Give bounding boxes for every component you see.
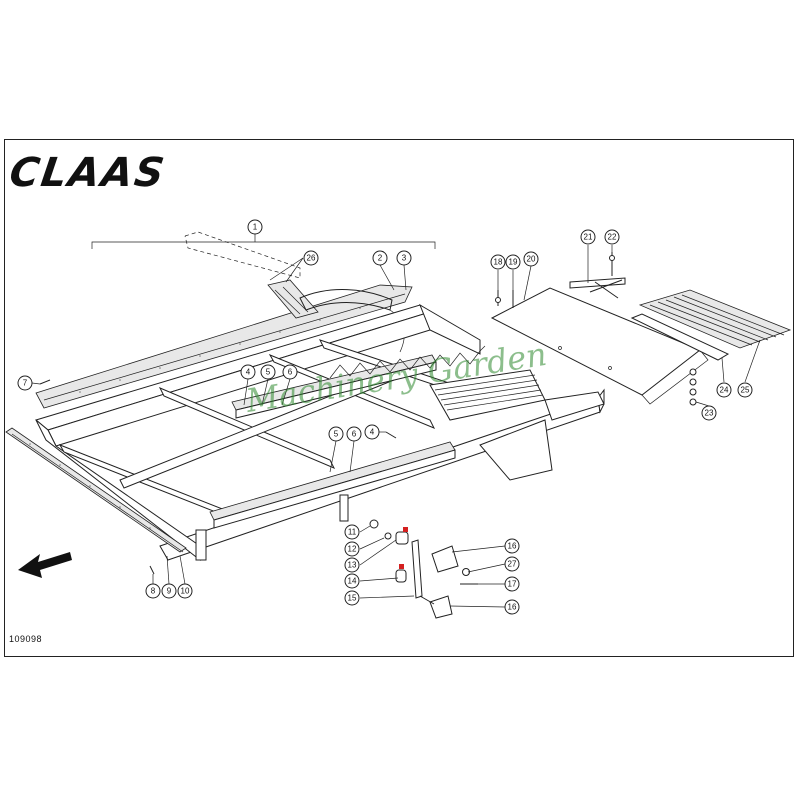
callout-9: 9: [161, 583, 177, 599]
slatted-grain-pan: [429, 369, 605, 481]
callout-19: 19: [505, 254, 521, 270]
svg-text:6: 6: [352, 430, 357, 439]
callout-14: 14: [344, 573, 360, 589]
callout-15: 15: [344, 590, 360, 606]
svg-text:22: 22: [608, 233, 617, 242]
upper-sieve-rail: [231, 345, 486, 419]
svg-text:21: 21: [584, 233, 593, 242]
callout-21: 21: [580, 229, 596, 245]
svg-text:25: 25: [741, 386, 750, 395]
callout-11: 11: [344, 524, 360, 540]
diagram-frame: [4, 139, 794, 657]
svg-text:4: 4: [246, 368, 251, 377]
callout-3: 3: [396, 250, 412, 266]
svg-text:27: 27: [508, 560, 517, 569]
callout-24: 24: [716, 382, 732, 398]
svg-text:4: 4: [370, 428, 375, 437]
svg-text:17: 17: [508, 580, 517, 589]
svg-text:11: 11: [348, 528, 357, 537]
group-1-bracket: [91, 234, 436, 249]
callout-4-lower: 4: [364, 424, 380, 440]
callout-26: 26: [303, 250, 319, 266]
svg-text:19: 19: [509, 258, 518, 267]
callout-7: 7: [17, 375, 33, 391]
ghost-rail-outline: [184, 231, 301, 279]
callout-23: 23: [701, 405, 717, 421]
svg-text:26: 26: [307, 254, 316, 263]
svg-text:14: 14: [348, 577, 357, 586]
callout-1: 1: [247, 219, 263, 235]
callout-6-lower: 6: [346, 426, 362, 442]
svg-text:16: 16: [508, 603, 517, 612]
rail-strip-part-24: [630, 313, 730, 361]
lower-sieve-rail: [209, 441, 456, 529]
callout-13: 13: [344, 557, 360, 573]
callout-8: 8: [145, 583, 161, 599]
leader-lines: [31, 245, 761, 608]
linkage-assembly: [369, 519, 478, 619]
callouts: 1 2 3 4 5 6 4 5 6 7 8 9 10 11 12 13 14 1…: [17, 219, 753, 615]
svg-text:13: 13: [348, 561, 357, 570]
svg-text:2: 2: [378, 254, 383, 263]
svg-text:16: 16: [508, 542, 517, 551]
finger-grate-part-25: [638, 289, 792, 349]
svg-text:10: 10: [181, 587, 190, 596]
svg-text:18: 18: [494, 258, 503, 267]
callout-27: 27: [504, 556, 520, 572]
svg-text:6: 6: [288, 368, 293, 377]
svg-text:7: 7: [23, 379, 28, 388]
left-rail: [35, 284, 413, 409]
drawing-number: 109098: [9, 634, 43, 644]
svg-text:20: 20: [527, 255, 536, 264]
svg-text:15: 15: [348, 594, 357, 603]
svg-text:12: 12: [348, 545, 357, 554]
svg-text:9: 9: [167, 587, 172, 596]
callout-20: 20: [523, 251, 539, 267]
svg-text:8: 8: [151, 587, 156, 596]
callout-5-lower: 5: [328, 426, 344, 442]
svg-text:3: 3: [402, 254, 407, 263]
felt-strip-part-26: [267, 279, 319, 319]
direction-arrow-icon: [18, 552, 72, 578]
callout-18: 18: [490, 254, 506, 270]
callout-12: 12: [344, 541, 360, 557]
svg-text:5: 5: [334, 430, 339, 439]
marker-square-lower: [399, 564, 404, 569]
callout-6-upper: 6: [282, 364, 298, 380]
marker-square-upper: [403, 527, 408, 532]
callout-10: 10: [177, 583, 193, 599]
hardware-parts: [39, 252, 697, 575]
svg-text:23: 23: [705, 409, 714, 418]
svg-text:5: 5: [266, 368, 271, 377]
callout-16-lower: 16: [504, 599, 520, 615]
lateral-angle-strip: [5, 427, 187, 553]
callout-2: 2: [372, 250, 388, 266]
callout-22: 22: [604, 229, 620, 245]
callout-4-upper: 4: [240, 364, 256, 380]
callout-5-upper: 5: [260, 364, 276, 380]
callout-17: 17: [504, 576, 520, 592]
svg-text:24: 24: [720, 386, 729, 395]
callout-25: 25: [737, 382, 753, 398]
callout-16-upper: 16: [504, 538, 520, 554]
bracket-strip-part-21: [569, 277, 626, 299]
svg-text:1: 1: [253, 223, 258, 232]
